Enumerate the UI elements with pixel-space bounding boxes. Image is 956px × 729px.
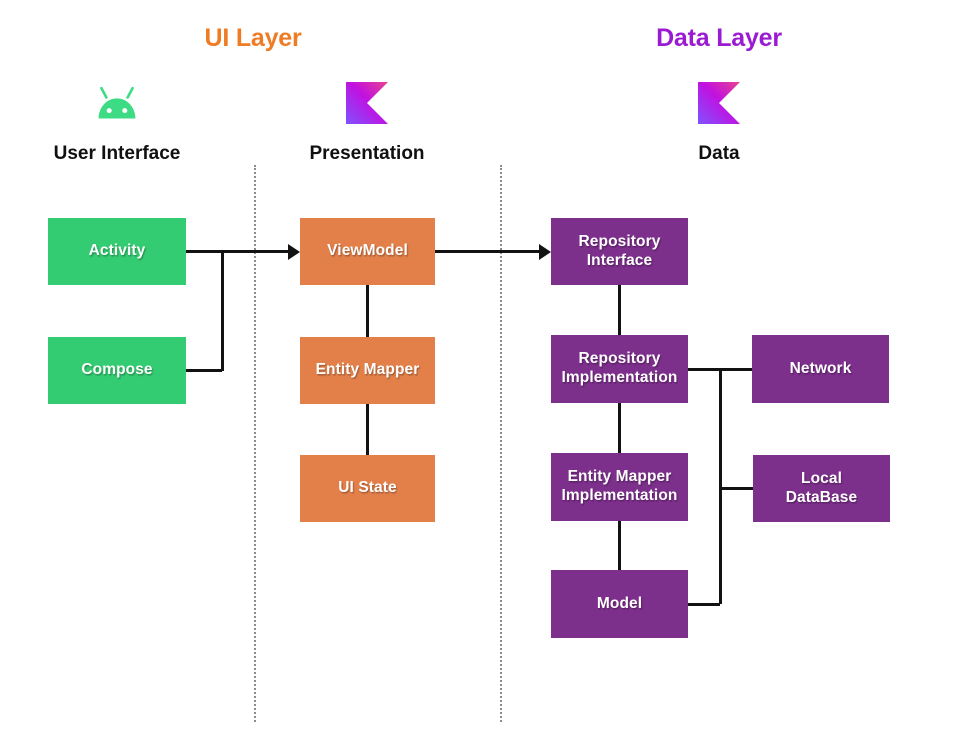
connector-model-to-bus <box>688 602 720 606</box>
kotlin-icon <box>346 82 388 124</box>
connector-ui-to-viewmodel <box>222 250 289 253</box>
node-compose[interactable]: Compose <box>48 337 186 404</box>
layer-title-ui: UI Layer <box>204 24 302 52</box>
connector-data-vertical-bus <box>718 369 722 604</box>
arrow-head-into-viewmodel <box>288 243 300 260</box>
connector-viewmodel-to-repository-interface <box>435 250 540 253</box>
connector-repository-interface-to-implementation <box>618 285 621 335</box>
connector-bus-to-local-database <box>720 487 753 490</box>
node-entity-mapper[interactable]: Entity Mapper <box>300 337 435 404</box>
connector-entity-mapper-impl-to-model <box>618 521 621 570</box>
column-label-user-interface: User Interface <box>53 143 181 164</box>
node-model[interactable]: Model <box>551 570 688 638</box>
connector-activity-to-viewmodel <box>186 250 222 253</box>
connector-repository-impl-to-entity-mapper-impl <box>618 403 621 453</box>
arrow-head-into-repository-interface <box>539 243 551 260</box>
node-viewmodel[interactable]: ViewModel <box>300 218 435 285</box>
android-icon <box>86 82 148 122</box>
connector-entity-mapper-to-ui-state <box>366 404 369 455</box>
connector-compose-stub <box>186 369 222 372</box>
layer-divider <box>500 165 502 722</box>
layer-title-data: Data Layer <box>656 24 782 52</box>
node-activity[interactable]: Activity <box>48 218 186 285</box>
column-label-presentation: Presentation <box>309 143 425 164</box>
column-label-data: Data <box>698 143 740 164</box>
node-network[interactable]: Network <box>752 335 889 403</box>
kotlin-icon <box>698 82 740 124</box>
connector-viewmodel-to-entity-mapper <box>366 285 369 337</box>
connector-ui-vertical-bus <box>220 251 224 371</box>
layer-divider <box>254 165 256 722</box>
node-ui-state[interactable]: UI State <box>300 455 435 522</box>
